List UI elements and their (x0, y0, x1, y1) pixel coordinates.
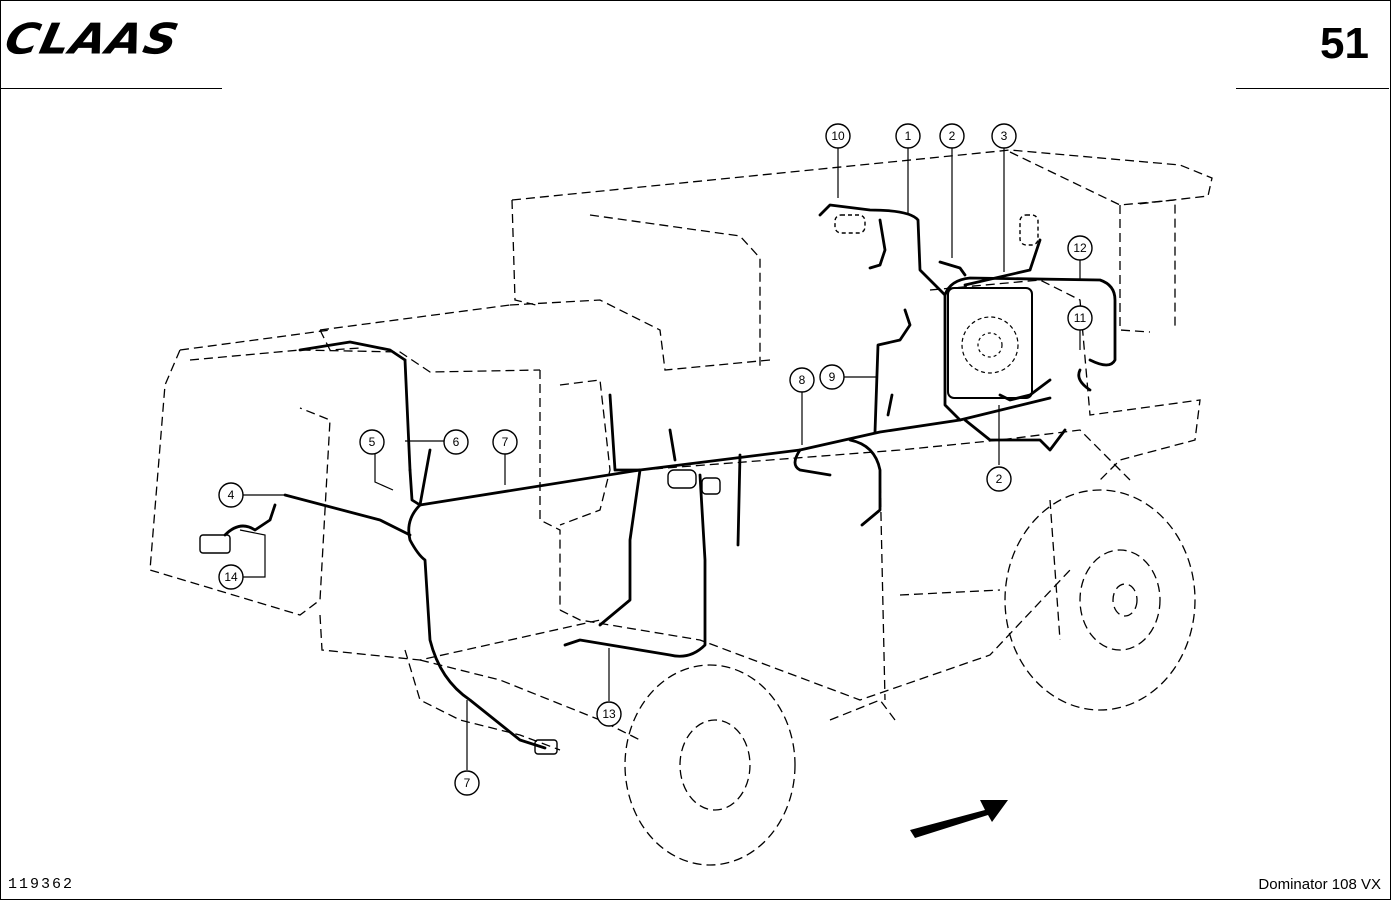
callout-3: 3 (991, 123, 1017, 149)
svg-text:11: 11 (1074, 311, 1087, 325)
callout-5: 5 (359, 429, 385, 455)
callout-1: 1 (895, 123, 921, 149)
machine-outline (149, 149, 1213, 866)
callout-7-left: 7 (492, 429, 518, 455)
model-name: Dominator 108 VX (1258, 876, 1381, 893)
svg-text:14: 14 (224, 570, 238, 584)
callout-7-right: 8 (789, 367, 815, 393)
header-rule-right (1236, 88, 1389, 89)
callout-2-bottom: 2 (986, 466, 1012, 492)
callout-13: 13 (596, 701, 622, 727)
svg-text:5: 5 (369, 435, 376, 449)
svg-text:4: 4 (228, 488, 235, 502)
callout-4: 4 (218, 482, 244, 508)
svg-text:12: 12 (1073, 241, 1087, 255)
callout-2-top: 2 (939, 123, 965, 149)
document-number: 119362 (8, 876, 75, 893)
svg-text:2: 2 (996, 472, 1003, 486)
leader-lines (239, 148, 1081, 770)
svg-text:10: 10 (831, 129, 845, 143)
callout-11: 12 (1067, 235, 1093, 261)
svg-text:1: 1 (905, 129, 912, 143)
svg-text:7: 7 (502, 435, 509, 449)
header-rule-left (0, 88, 222, 89)
callout-6: 6 (443, 429, 469, 455)
page-number: 51 (1320, 19, 1369, 68)
svg-text:2: 2 (949, 129, 956, 143)
callout-8: 9 (819, 364, 845, 390)
svg-text:3: 3 (1001, 129, 1008, 143)
svg-text:13: 13 (602, 707, 616, 721)
wiring-harness (199, 203, 1117, 755)
callout-9: 10 (825, 123, 851, 149)
svg-text:8: 8 (799, 373, 806, 387)
callout-14: 14 (218, 564, 244, 590)
svg-text:6: 6 (453, 435, 460, 449)
svg-text:9: 9 (829, 370, 836, 384)
svg-text:7: 7 (464, 776, 471, 790)
direction-arrow (910, 800, 1008, 838)
callout-10: 11 (1067, 305, 1093, 331)
callout-12: 7 (454, 770, 480, 796)
